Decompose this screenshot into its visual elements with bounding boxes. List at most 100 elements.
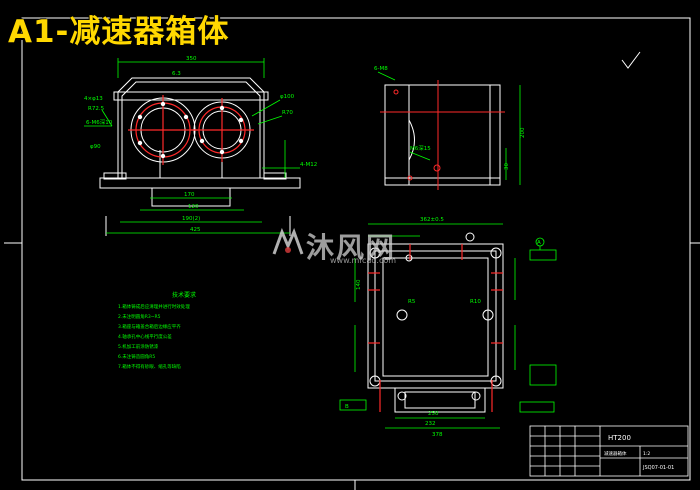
leader [257, 115, 283, 125]
corner-hole [369, 247, 381, 259]
dim-text: 425 [190, 227, 201, 233]
dim-text: 350 [186, 56, 197, 62]
dim-text: 6-M8 [374, 66, 388, 72]
page-title: A1-减速器箱体 [8, 14, 230, 50]
watermark-brand: 沐风网 [306, 231, 397, 264]
front-body-outline [117, 77, 265, 178]
screw-hole [137, 140, 143, 146]
note-line: 1.箱体铸成后应清理并进行时效处理 [118, 303, 190, 310]
roughness-check [621, 51, 641, 69]
top-dimensions [339, 223, 557, 429]
base-hole [397, 391, 407, 401]
corner-hole [490, 375, 502, 387]
datum-label: B [345, 404, 349, 410]
tb-material: HT200 [608, 434, 631, 442]
roughness-symbol [621, 51, 641, 69]
leader [101, 109, 113, 127]
note-line: 4.轴承孔中心线平行度公差 [118, 333, 172, 340]
front-view [99, 77, 301, 236]
dim-text: 6.3 [172, 71, 181, 77]
note-line: 3.箱座与箱盖合箱后边缘应平齐 [118, 323, 181, 330]
top-flange [374, 250, 497, 382]
side-dim-texts: 6-M8 200 30 M6深15 [374, 66, 526, 170]
side-hole [407, 175, 413, 181]
dim-text: 362±0.5 [420, 217, 444, 223]
notes-heading: 技术要求 [172, 291, 196, 299]
side-flange-right [489, 84, 501, 186]
screw-hole [238, 117, 244, 123]
front-base-flange [99, 177, 301, 189]
datum-box [339, 399, 367, 411]
label-text: R5 [408, 299, 416, 305]
screw-hole [183, 114, 189, 120]
top-base [394, 387, 486, 413]
top-red-marks [368, 244, 503, 412]
dim-text: 378 [432, 432, 443, 438]
tb-scale: 1:2 [643, 451, 650, 457]
label-text: 4×φ13 [84, 96, 103, 102]
drawing-border [21, 17, 691, 481]
dim-text: M6深15 [410, 144, 431, 152]
side-hole [482, 309, 494, 321]
label-text: R72.5 [88, 106, 105, 112]
datum-label: A [537, 240, 541, 246]
front-dim-texts: 350 6.3 170 120 190(2) 425 4-M12 4×φ13 R… [84, 56, 317, 233]
screw-hole [238, 138, 244, 144]
leader [377, 71, 396, 81]
label-text: φ100 [280, 94, 295, 100]
top-inner [382, 257, 489, 377]
dim-text: 170 [184, 192, 195, 198]
side-curve [408, 119, 415, 161]
top-holes [369, 232, 502, 401]
leader [251, 99, 281, 117]
front-dimensions [84, 58, 300, 234]
side-flange [384, 84, 410, 186]
side-hole [396, 309, 408, 321]
tb-part-name: 减速器箱体 [604, 450, 627, 457]
dim-text: 4-M12 [300, 162, 317, 168]
title-block-text: HT200 减速器箱体 1:2 JSQ07-01-01 [604, 434, 674, 471]
title-block [529, 425, 689, 477]
base-hole [471, 391, 481, 401]
side-dimensions [377, 71, 521, 185]
label-text: R70 [282, 110, 293, 116]
datum-box [519, 401, 555, 413]
screw-hole [219, 149, 225, 155]
note-line: 5.机加工前涂防锈漆 [118, 343, 159, 350]
front-base-recess [151, 188, 231, 207]
corner-hole [490, 247, 502, 259]
side-view [384, 84, 501, 186]
watermark-logo-icon [272, 228, 304, 255]
screw-hole [219, 105, 225, 111]
dim-text: 30 [504, 163, 510, 170]
top-base-inner [404, 391, 476, 409]
dim-text: 140 [356, 279, 362, 290]
watermark-url: www.mfcad.com [330, 256, 397, 265]
side-body [384, 84, 501, 186]
top-view [367, 243, 504, 413]
dim-text: 190(2) [182, 216, 200, 222]
side-hole [393, 89, 399, 95]
front-foot-left [103, 172, 127, 180]
front-hole-dots [137, 101, 244, 159]
note-line: 6.未注铸造圆角R5 [118, 353, 155, 360]
screw-hole [160, 153, 166, 159]
front-body-inner [121, 81, 261, 178]
top-dim-texts: 362±0.5 250 232 378 140 R5 R10 A B [345, 217, 541, 438]
note-line: 7.箱体不得有砂眼、缩孔等缺陷 [118, 363, 181, 370]
dim-text: 120 [188, 204, 199, 210]
tb-drawing-no: JSQ07-01-01 [642, 465, 674, 471]
dim-text: 250 [428, 411, 439, 417]
side-hole [433, 164, 441, 172]
label-text: φ90 [90, 144, 101, 150]
screw-hole [160, 101, 166, 107]
dim-text: 200 [520, 127, 526, 138]
label-text: 6-M6深10 [86, 118, 113, 126]
screw-hole [199, 138, 205, 144]
pin-hole [405, 254, 413, 262]
leader [409, 151, 431, 161]
side-holes [380, 80, 505, 190]
tolerance-box [529, 249, 557, 261]
